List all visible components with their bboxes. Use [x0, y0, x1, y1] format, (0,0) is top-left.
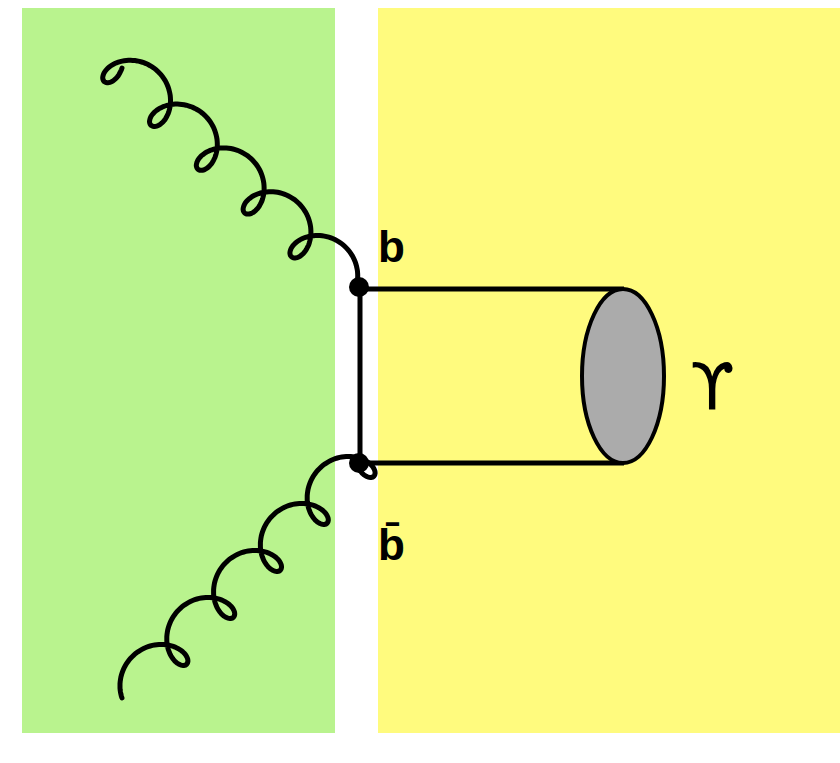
label-slot: ϒ — [690, 350, 735, 424]
green-panel — [22, 8, 335, 733]
quark-label: b — [378, 222, 405, 271]
vertex-dot — [349, 277, 369, 297]
vertex-dot — [349, 453, 369, 473]
quark-line — [360, 287, 624, 292]
yellow-panel — [378, 8, 840, 733]
bound-state-blob — [582, 289, 664, 463]
gluon-line — [103, 60, 358, 287]
label-slot: b — [378, 222, 405, 272]
antiquark-label: b̄ — [378, 520, 405, 569]
label-slot: b̄ — [378, 520, 405, 570]
gluon-line — [120, 456, 375, 698]
meson-label: ϒ — [690, 350, 735, 424]
quark-line — [360, 461, 624, 466]
quark-propagator — [358, 287, 363, 463]
